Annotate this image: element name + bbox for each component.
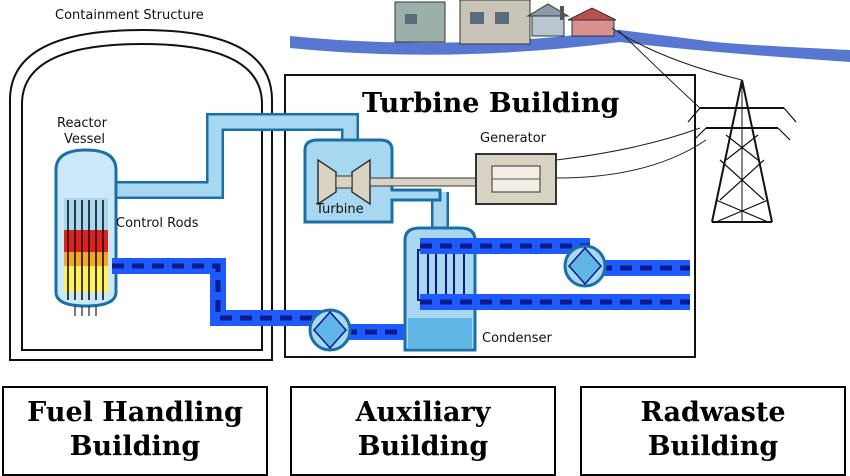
radwaste-building: Radwaste Building xyxy=(580,386,846,476)
turbine-building-title: Turbine Building xyxy=(362,88,620,119)
condenser-label: Condenser xyxy=(482,331,552,346)
condenser xyxy=(403,226,477,352)
control-rods-label: Control Rods xyxy=(116,216,199,231)
generator-label: Generator xyxy=(480,131,547,146)
cooling-pump-icon xyxy=(563,244,607,288)
bwr-diagram xyxy=(9,0,850,361)
reactor-vessel-label-1: Reactor xyxy=(57,116,107,131)
auxiliary-line1: Auxiliary xyxy=(355,397,491,428)
turbine-building-outline xyxy=(284,74,696,358)
containment-label: Containment Structure xyxy=(55,8,204,23)
generator-assembly xyxy=(369,153,557,205)
fuel-handling-line2: Building xyxy=(69,431,201,462)
power-lines xyxy=(555,27,743,179)
feedwater-pump-icon xyxy=(308,308,352,352)
fuel-handling-line1: Fuel Handling xyxy=(27,397,243,428)
radwaste-line1: Radwaste xyxy=(640,397,786,428)
reactor-vessel xyxy=(54,148,118,316)
auxiliary-line2: Building xyxy=(357,431,489,462)
town-illustration xyxy=(290,0,850,62)
reactor-vessel-label-2: Vessel xyxy=(64,132,106,147)
fuel-handling-building: Fuel Handling Building xyxy=(2,386,268,476)
turbine-label: Turbine xyxy=(316,202,364,217)
radwaste-line2: Building xyxy=(647,431,779,462)
auxiliary-building: Auxiliary Building xyxy=(290,386,556,476)
transmission-tower-icon xyxy=(687,79,797,223)
cooling-water-loop xyxy=(420,238,690,310)
